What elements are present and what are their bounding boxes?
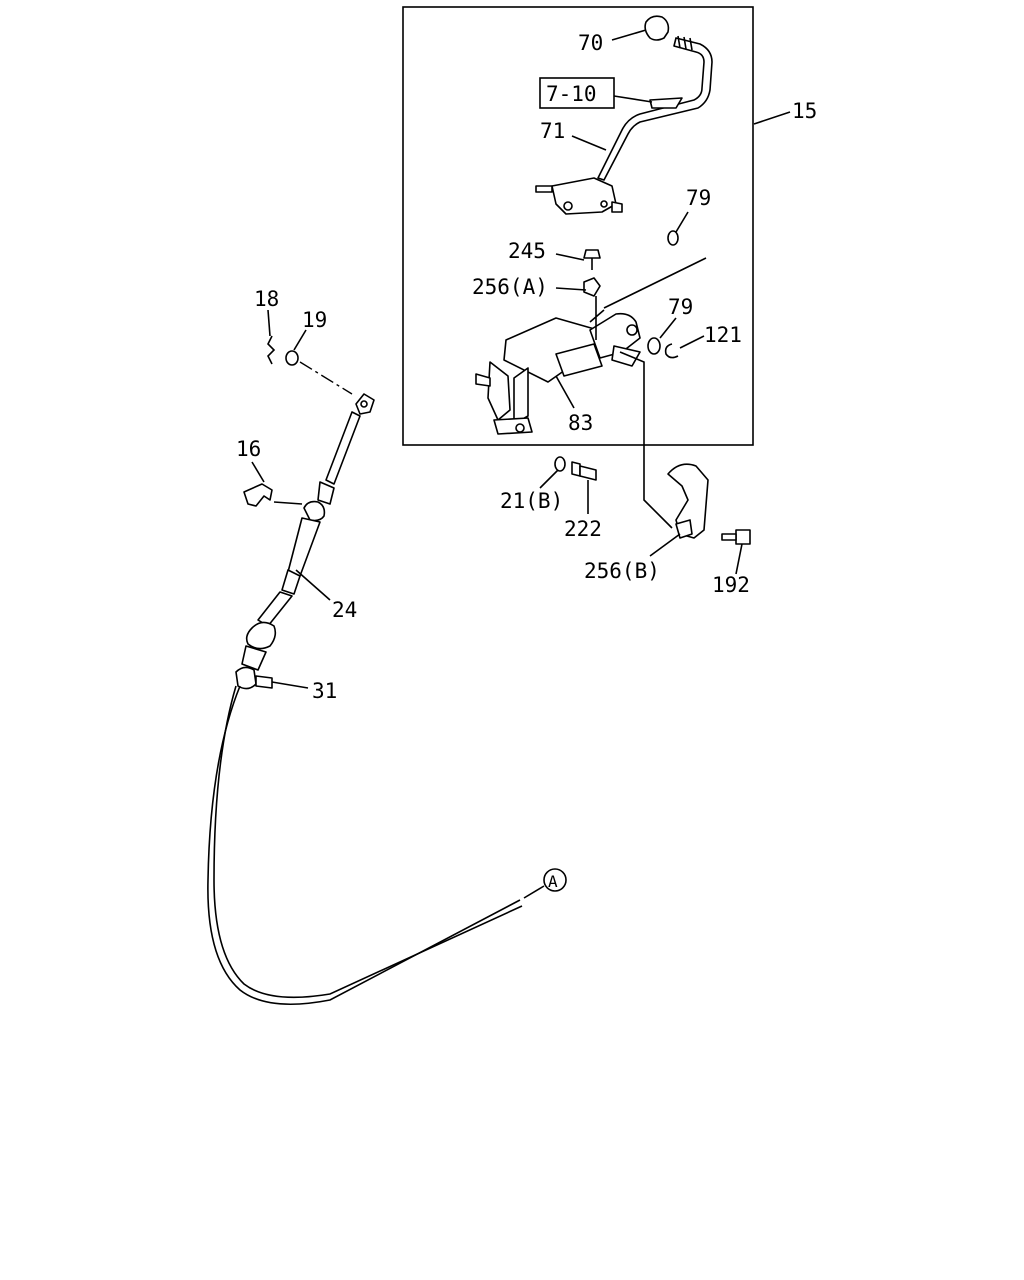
label-15: 15: [792, 99, 817, 123]
label-31: 31: [312, 679, 337, 703]
label-24: 24: [332, 598, 357, 622]
label-16: 16: [236, 437, 261, 461]
leader-256a: [555, 287, 587, 291]
leader-256b: [649, 533, 681, 557]
pin-18: [267, 335, 276, 365]
assembly-box-15: [402, 6, 754, 446]
washer-79-lower: [647, 337, 661, 355]
label-121: 121: [704, 323, 742, 347]
leader-79a: [675, 211, 689, 233]
label-79-lower: 79: [668, 295, 693, 319]
clip-16: [243, 483, 273, 507]
leader-121: [679, 335, 705, 349]
leader-70: [611, 29, 647, 41]
washer-79-upper: [667, 230, 679, 246]
label-256a: 256(A): [472, 275, 548, 299]
leader-245: [555, 253, 585, 261]
label-71: 71: [540, 119, 565, 143]
leader-71: [571, 135, 607, 151]
leader-24: [295, 569, 331, 601]
lever-bracket: [475, 312, 641, 435]
clip-121: [664, 343, 679, 359]
bolt-192: [721, 529, 751, 545]
centerline-19: [299, 361, 353, 395]
leader-18: [267, 309, 271, 337]
label-19: 19: [302, 308, 327, 332]
leader-15: [753, 111, 791, 125]
label-reference-a: A: [548, 872, 558, 891]
leader-19: [293, 329, 307, 351]
label-222: 222: [564, 517, 602, 541]
leader-7-10: [613, 95, 653, 103]
washer-19: [285, 350, 299, 366]
shift-lever: [535, 35, 713, 215]
label-18: 18: [254, 287, 279, 311]
leader-lines-assembly: [589, 257, 707, 529]
washer-21b: [554, 456, 566, 472]
label-7-10-box: [539, 77, 615, 109]
shift-cable: [207, 393, 523, 1005]
label-79-upper: 79: [686, 186, 711, 210]
leader-192: [735, 543, 743, 575]
leader-31: [271, 681, 309, 689]
shift-knob: [644, 15, 670, 41]
leader-16: [251, 461, 265, 483]
leader-83: [555, 375, 575, 409]
label-192: 192: [712, 573, 750, 597]
leader-21b: [539, 469, 559, 489]
bolt-245: [583, 249, 601, 270]
label-7-10: 7-10: [546, 82, 597, 106]
label-256b: 256(B): [584, 559, 660, 583]
label-21b: 21(B): [500, 489, 563, 513]
detent-bracket: [667, 463, 709, 539]
reference-a-circle: [543, 868, 567, 892]
leader-79b: [659, 317, 677, 339]
nut-256a: [583, 277, 601, 297]
bolt-222: [571, 461, 597, 481]
label-83: 83: [568, 411, 593, 435]
label-245: 245: [508, 239, 546, 263]
label-70: 70: [578, 31, 603, 55]
caution-plate: [649, 97, 683, 109]
